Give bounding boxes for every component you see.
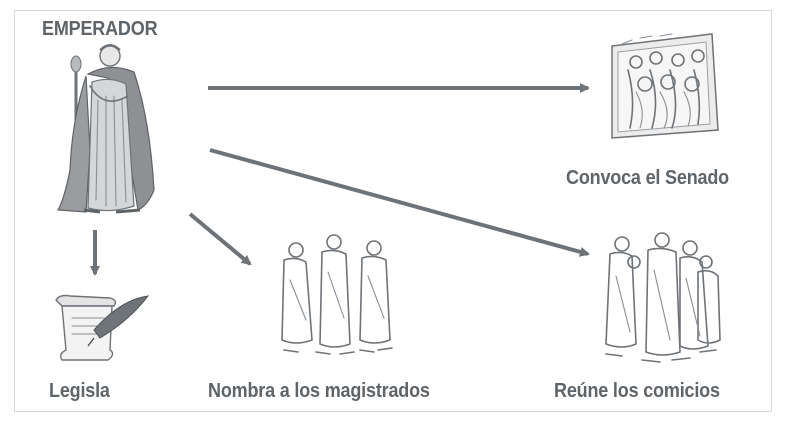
emperor-figure-icon	[56, 44, 155, 214]
senate-crowd-icon	[611, 33, 719, 139]
diagram-frame	[14, 10, 772, 412]
arrow-to-magistrates	[188, 212, 252, 266]
arrow-to-comitia	[209, 148, 590, 257]
senate-label: Convoca el Senado	[566, 167, 729, 189]
scroll-quill-icon	[55, 294, 150, 361]
legislate-label: Legisla	[49, 380, 110, 402]
magistrates-label: Nombra a los magistrados	[208, 380, 430, 402]
emperor-label: EMPERADOR	[42, 18, 158, 40]
comitia-label: Reúne los comicios	[554, 380, 720, 402]
citizens-group-icon	[605, 232, 721, 363]
magistrates-group-icon	[281, 234, 393, 355]
